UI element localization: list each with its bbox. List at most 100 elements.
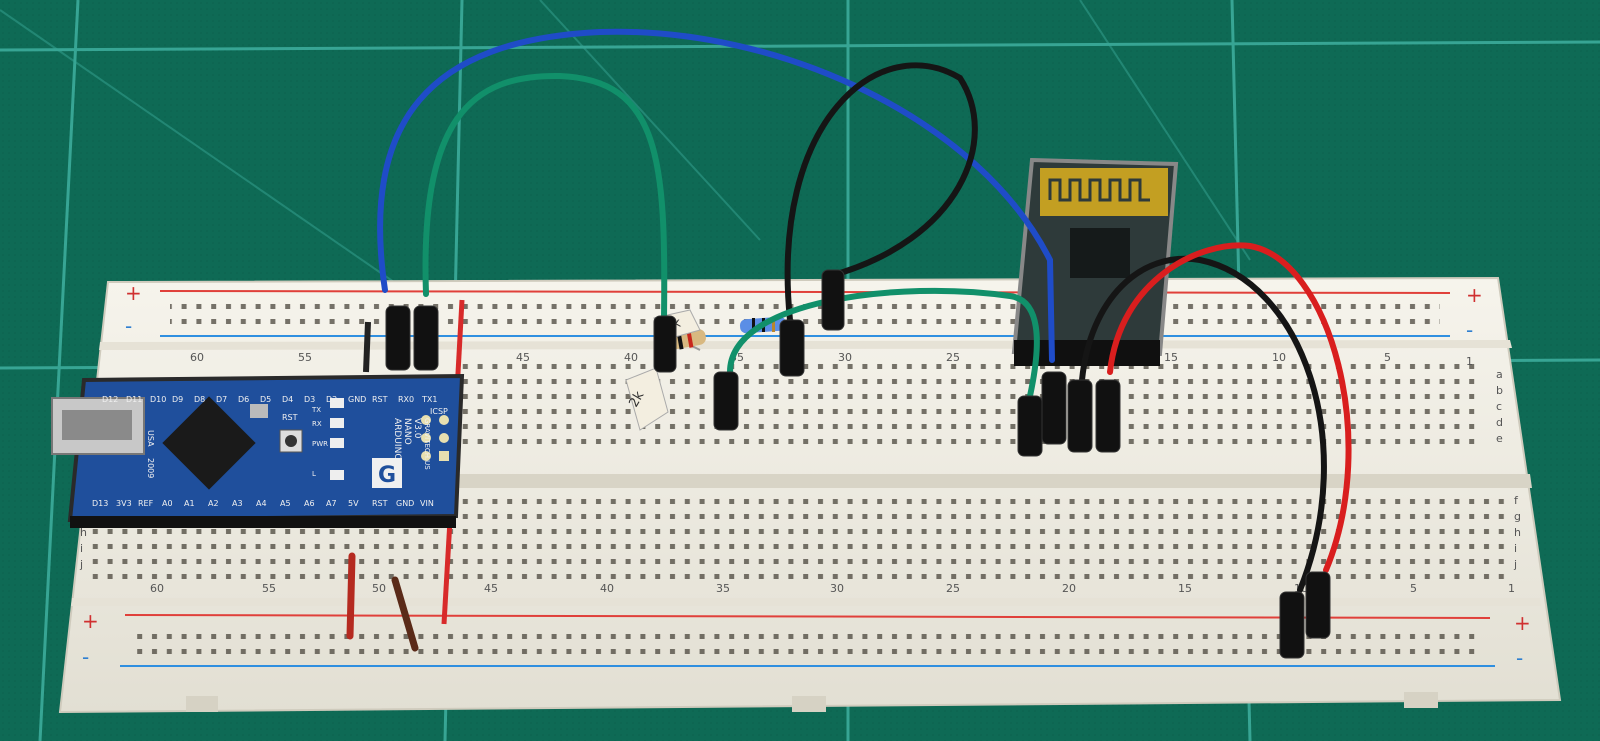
- pin-label: 5V: [348, 499, 359, 508]
- row-letter: e: [1496, 432, 1503, 445]
- column-number: 60: [150, 582, 164, 595]
- pin-label: D8: [194, 395, 205, 404]
- led-label: TX: [311, 406, 321, 414]
- connector-housing: [385, 305, 411, 371]
- green-wire: [727, 287, 1040, 399]
- row-letter: j: [79, 558, 83, 571]
- connector-housing: [1279, 591, 1305, 659]
- rail-minus-symbol: -: [125, 314, 132, 338]
- pin-label: RST: [372, 499, 388, 508]
- pin-label: RX0: [398, 395, 414, 404]
- rail-minus-symbol: -: [1466, 318, 1473, 342]
- connector-housing: [1095, 379, 1121, 453]
- column-number: 5: [1410, 582, 1417, 595]
- column-number: 15: [1178, 582, 1192, 595]
- top-rail-plus-line: [159, 290, 1451, 294]
- row-letter: j: [1513, 558, 1517, 571]
- column-number: 45: [484, 582, 498, 595]
- row-letter: a: [1496, 368, 1503, 381]
- column-number: 50: [372, 582, 386, 595]
- board-name: NANO: [402, 418, 412, 445]
- bottom-rail-holes: [130, 624, 1480, 656]
- column-number: 40: [600, 582, 614, 595]
- red-wire: [1107, 242, 1352, 573]
- pin-label: D10: [150, 395, 166, 404]
- microcontroller-chip: [162, 396, 256, 490]
- rail-plus-symbol: +: [1514, 611, 1531, 635]
- connector-housing: [1067, 379, 1093, 453]
- column-number: 25: [946, 351, 960, 364]
- column-number: 30: [830, 582, 844, 595]
- icsp-header: [421, 415, 449, 461]
- usa-label: USA: [146, 430, 155, 447]
- pin-label: D11: [126, 395, 142, 404]
- column-number: 5: [1384, 351, 1391, 364]
- pin-label: D2: [326, 395, 337, 404]
- pin-label: A4: [256, 499, 267, 508]
- rail-plus-symbol: +: [82, 609, 99, 633]
- icsp-label: ICSP: [430, 407, 448, 416]
- pin-label: D7: [216, 395, 227, 404]
- pin-label: A3: [232, 499, 243, 508]
- connector-housing: [653, 315, 677, 373]
- pin-label: 3V3: [116, 499, 132, 508]
- column-number: 20: [1062, 582, 1076, 595]
- row-letter: d: [1496, 416, 1503, 429]
- connector-housing: [1041, 371, 1067, 445]
- pin-label: A6: [304, 499, 315, 508]
- pin-label: RST: [372, 395, 388, 404]
- column-number: 45: [516, 351, 530, 364]
- connector-housing: [1017, 395, 1043, 457]
- connector-housing: [713, 371, 739, 431]
- row-letter: i: [1514, 542, 1517, 555]
- pin-label: TX1: [421, 395, 437, 404]
- gravitech-logo: [372, 458, 402, 488]
- column-number: 30: [838, 351, 852, 364]
- pin-label: D3: [304, 395, 315, 404]
- pin-label: REF: [138, 499, 154, 508]
- connector-housing: [779, 319, 805, 377]
- pin-label: A7: [326, 499, 337, 508]
- column-number: 40: [624, 351, 638, 364]
- pin-label: D6: [238, 395, 249, 404]
- column-number: 25: [946, 582, 960, 595]
- black-wire: [784, 62, 978, 323]
- arduino-nano: G RST RX0 TX1 GND D2 D3 D4 D5 D6 D7 D8 D…: [51, 373, 465, 528]
- pin-label: D12: [102, 395, 118, 404]
- top-terminal-holes: [460, 364, 1480, 444]
- pin-label: A1: [184, 499, 195, 508]
- column-number: 1: [1508, 582, 1515, 595]
- resistor-tag-label: 2k: [626, 388, 647, 410]
- board-maker: GRAVITECH.US: [423, 418, 431, 470]
- row-letter: i: [80, 542, 83, 555]
- row-letter: g: [1514, 510, 1521, 523]
- pin-label: GND: [396, 499, 414, 508]
- jumper-wires: [377, 28, 1352, 593]
- rail-minus-symbol: -: [1516, 646, 1523, 670]
- pin-label: D13: [92, 499, 108, 508]
- row-letter: c: [1496, 400, 1502, 413]
- column-number: 35: [716, 582, 730, 595]
- pin-label: A5: [280, 499, 291, 508]
- led-label: RX: [312, 420, 322, 428]
- blue-wire: [377, 28, 1055, 363]
- column-number: 55: [262, 582, 276, 595]
- board-version: V3.0: [412, 418, 422, 439]
- connector-housing: [1305, 571, 1331, 639]
- rail-minus-symbol: -: [82, 645, 89, 669]
- pin-label: D4: [282, 395, 293, 404]
- row-letter: h: [1514, 526, 1521, 539]
- svg-text:G: G: [378, 463, 396, 488]
- column-number: 60: [190, 351, 204, 364]
- led-label: L: [312, 470, 316, 478]
- row-letter: h: [80, 526, 87, 539]
- column-number: 1: [1466, 355, 1473, 368]
- row-letter: b: [1496, 384, 1503, 397]
- pin-label: D5: [260, 395, 271, 404]
- connector-housing: [821, 269, 845, 331]
- column-number: 10: [1272, 351, 1286, 364]
- pin-label: VIN: [420, 499, 434, 508]
- rail-plus-symbol: +: [125, 281, 142, 305]
- pin-label: D9: [172, 395, 183, 404]
